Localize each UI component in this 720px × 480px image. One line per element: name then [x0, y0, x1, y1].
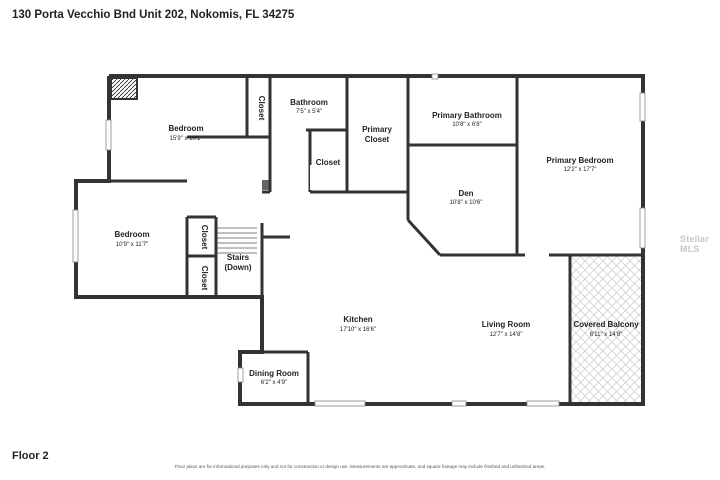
- room-dining-room: Dining Room 6'2" x 4'9": [249, 369, 299, 386]
- svg-text:10'8" x 10'6": 10'8" x 10'6": [450, 200, 483, 206]
- interior-walls: [109, 76, 643, 404]
- svg-text:Bedroom: Bedroom: [114, 230, 149, 239]
- room-living-room: Living Room 12'7" x 14'8": [482, 320, 530, 338]
- floor-label: Floor 2: [12, 450, 49, 462]
- room-primary-closet: Primary Closet: [362, 125, 392, 144]
- svg-text:Dining Room: Dining Room: [249, 369, 299, 378]
- svg-text:Primary Bathroom: Primary Bathroom: [432, 111, 502, 120]
- balcony-floor: [570, 255, 642, 403]
- svg-text:12'7" x 14'8": 12'7" x 14'8": [490, 332, 523, 338]
- room-closet-c: Closet: [200, 225, 209, 250]
- room-covered-balcony: Covered Balcony 6'11" x 14'8": [573, 320, 639, 338]
- disclaimer-text: Floor plans are for informational purpos…: [174, 464, 546, 469]
- svg-text:Living Room: Living Room: [482, 320, 530, 329]
- room-bedroom-left: Bedroom 10'9" x 11'7": [114, 230, 149, 248]
- svg-text:Bedroom: Bedroom: [168, 124, 203, 133]
- chimney-block: [110, 77, 138, 100]
- svg-text:6'11" x 14'8": 6'11" x 14'8": [590, 332, 622, 338]
- svg-text:Closet: Closet: [365, 135, 390, 144]
- room-closet-a: Closet: [257, 96, 266, 121]
- svg-text:6'2" x 4'9": 6'2" x 4'9": [261, 380, 287, 386]
- room-kitchen: Kitchen 17'10" x 16'6": [340, 315, 376, 333]
- door-openings: [272, 128, 549, 258]
- svg-text:10'8" x 6'8": 10'8" x 6'8": [452, 122, 482, 128]
- listing-address: 130 Porta Vecchio Bnd Unit 202, Nokomis,…: [12, 9, 295, 21]
- svg-text:Stairs: Stairs: [227, 253, 250, 262]
- svg-text:(Down): (Down): [224, 263, 251, 272]
- svg-text:Primary Bedroom: Primary Bedroom: [546, 156, 613, 165]
- windows: [72, 73, 646, 407]
- room-bathroom: Bathroom 7'5" x 5'4": [290, 98, 328, 115]
- svg-text:17'10" x 16'6": 17'10" x 16'6": [340, 327, 376, 333]
- svg-text:Kitchen: Kitchen: [343, 315, 372, 324]
- room-primary-bedroom: Primary Bedroom 12'2" x 17'7": [546, 156, 613, 173]
- room-closet-b: Closet: [316, 158, 341, 167]
- room-den: Den 10'8" x 10'6": [450, 189, 483, 206]
- room-stairs: Stairs (Down): [224, 253, 251, 272]
- svg-text:Covered Balcony: Covered Balcony: [573, 320, 639, 329]
- svg-text:15'9" x 10'1": 15'9" x 10'1": [170, 136, 203, 142]
- stair-treads: [217, 227, 257, 254]
- exterior-walls: [74, 74, 645, 406]
- room-bedroom-top: Bedroom 15'9" x 10'1": [168, 124, 203, 142]
- svg-text:Primary: Primary: [362, 125, 392, 134]
- mls-watermark: Stellar MLS: [680, 234, 709, 254]
- column-block: [262, 180, 271, 190]
- svg-text:12'2" x 17'7": 12'2" x 17'7": [564, 167, 597, 173]
- room-primary-bathroom: Primary Bathroom 10'8" x 6'8": [432, 111, 502, 128]
- svg-text:10'9" x 11'7": 10'9" x 11'7": [116, 242, 148, 248]
- svg-text:Den: Den: [458, 189, 473, 198]
- svg-text:Bathroom: Bathroom: [290, 98, 328, 107]
- svg-text:7'5" x 5'4": 7'5" x 5'4": [296, 109, 322, 115]
- room-closet-d: Closet: [200, 266, 209, 291]
